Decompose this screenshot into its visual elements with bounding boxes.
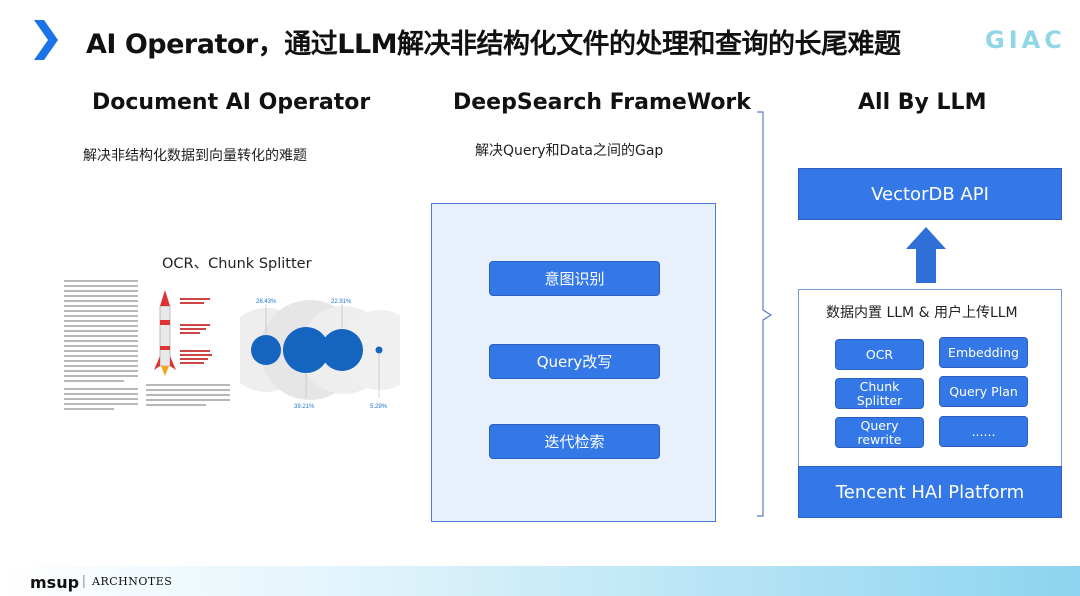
page-title: AI Operator，通过LLM解决非结构化文件的处理和查询的长尾难题 [86, 29, 901, 60]
right-heading: All By LLM [858, 90, 987, 115]
query-rewrite-line1: Query [860, 417, 899, 433]
document-thumbnail [60, 276, 234, 416]
llm-panel-title: 数据内置 LLM & 用户上传LLM [826, 305, 1018, 321]
bubble-label-4: 5.29% [370, 404, 388, 410]
chevron-logo-icon [34, 20, 58, 60]
chunk-splitter-button[interactable]: Chunk Splitter [835, 378, 924, 409]
bubble-label-1: 26.43% [256, 299, 277, 305]
left-heading: Document AI Operator [92, 90, 371, 115]
giac-logo: GIAC [985, 26, 1066, 54]
left-subtitle: 解决非结构化数据到向量转化的难题 [83, 148, 307, 164]
middle-subtitle: 解决Query和Data之间的Gap [475, 143, 664, 159]
archnotes-logo: ARCHNOTES [92, 575, 173, 588]
embedding-button[interactable]: Embedding [939, 337, 1028, 368]
middle-heading: DeepSearch FrameWork [453, 90, 751, 115]
bubble-label-2: 22.91% [331, 299, 352, 305]
footer-bar: msup | ARCHNOTES [0, 566, 1080, 596]
iterative-retrieval-button[interactable]: 迭代检索 [489, 424, 660, 459]
bubble-chart-thumbnail: 26.43% 22.91% 39.21% 5.29% [224, 278, 420, 412]
image-caption: OCR、Chunk Splitter [162, 256, 312, 272]
more-button[interactable]: ...... [939, 416, 1028, 447]
ocr-button[interactable]: OCR [835, 339, 924, 370]
deepsearch-panel: 意图识别 Query改写 迭代检索 [431, 203, 716, 522]
query-rewrite-line2: rewrite [857, 431, 902, 447]
bubble-label-3: 39.21% [294, 404, 315, 410]
query-rewrite-button[interactable]: Query改写 [489, 344, 660, 379]
footer-divider: | [82, 572, 86, 588]
chunk-splitter-line2: Splitter [856, 392, 903, 408]
up-arrow-icon [906, 227, 946, 283]
query-plan-button[interactable]: Query Plan [939, 376, 1028, 407]
chunk-splitter-line1: Chunk [859, 378, 900, 394]
query-rewrite-llm-button[interactable]: Query rewrite [835, 417, 924, 448]
llm-panel: 数据内置 LLM & 用户上传LLM OCR Embedding Chunk S… [798, 289, 1062, 470]
vectordb-api-bar[interactable]: VectorDB API [798, 168, 1062, 220]
msup-logo: msup [30, 573, 80, 592]
tencent-hai-platform-bar[interactable]: Tencent HAI Platform [798, 466, 1062, 518]
right-bracket-icon [757, 111, 773, 517]
intent-recognition-button[interactable]: 意图识别 [489, 261, 660, 296]
